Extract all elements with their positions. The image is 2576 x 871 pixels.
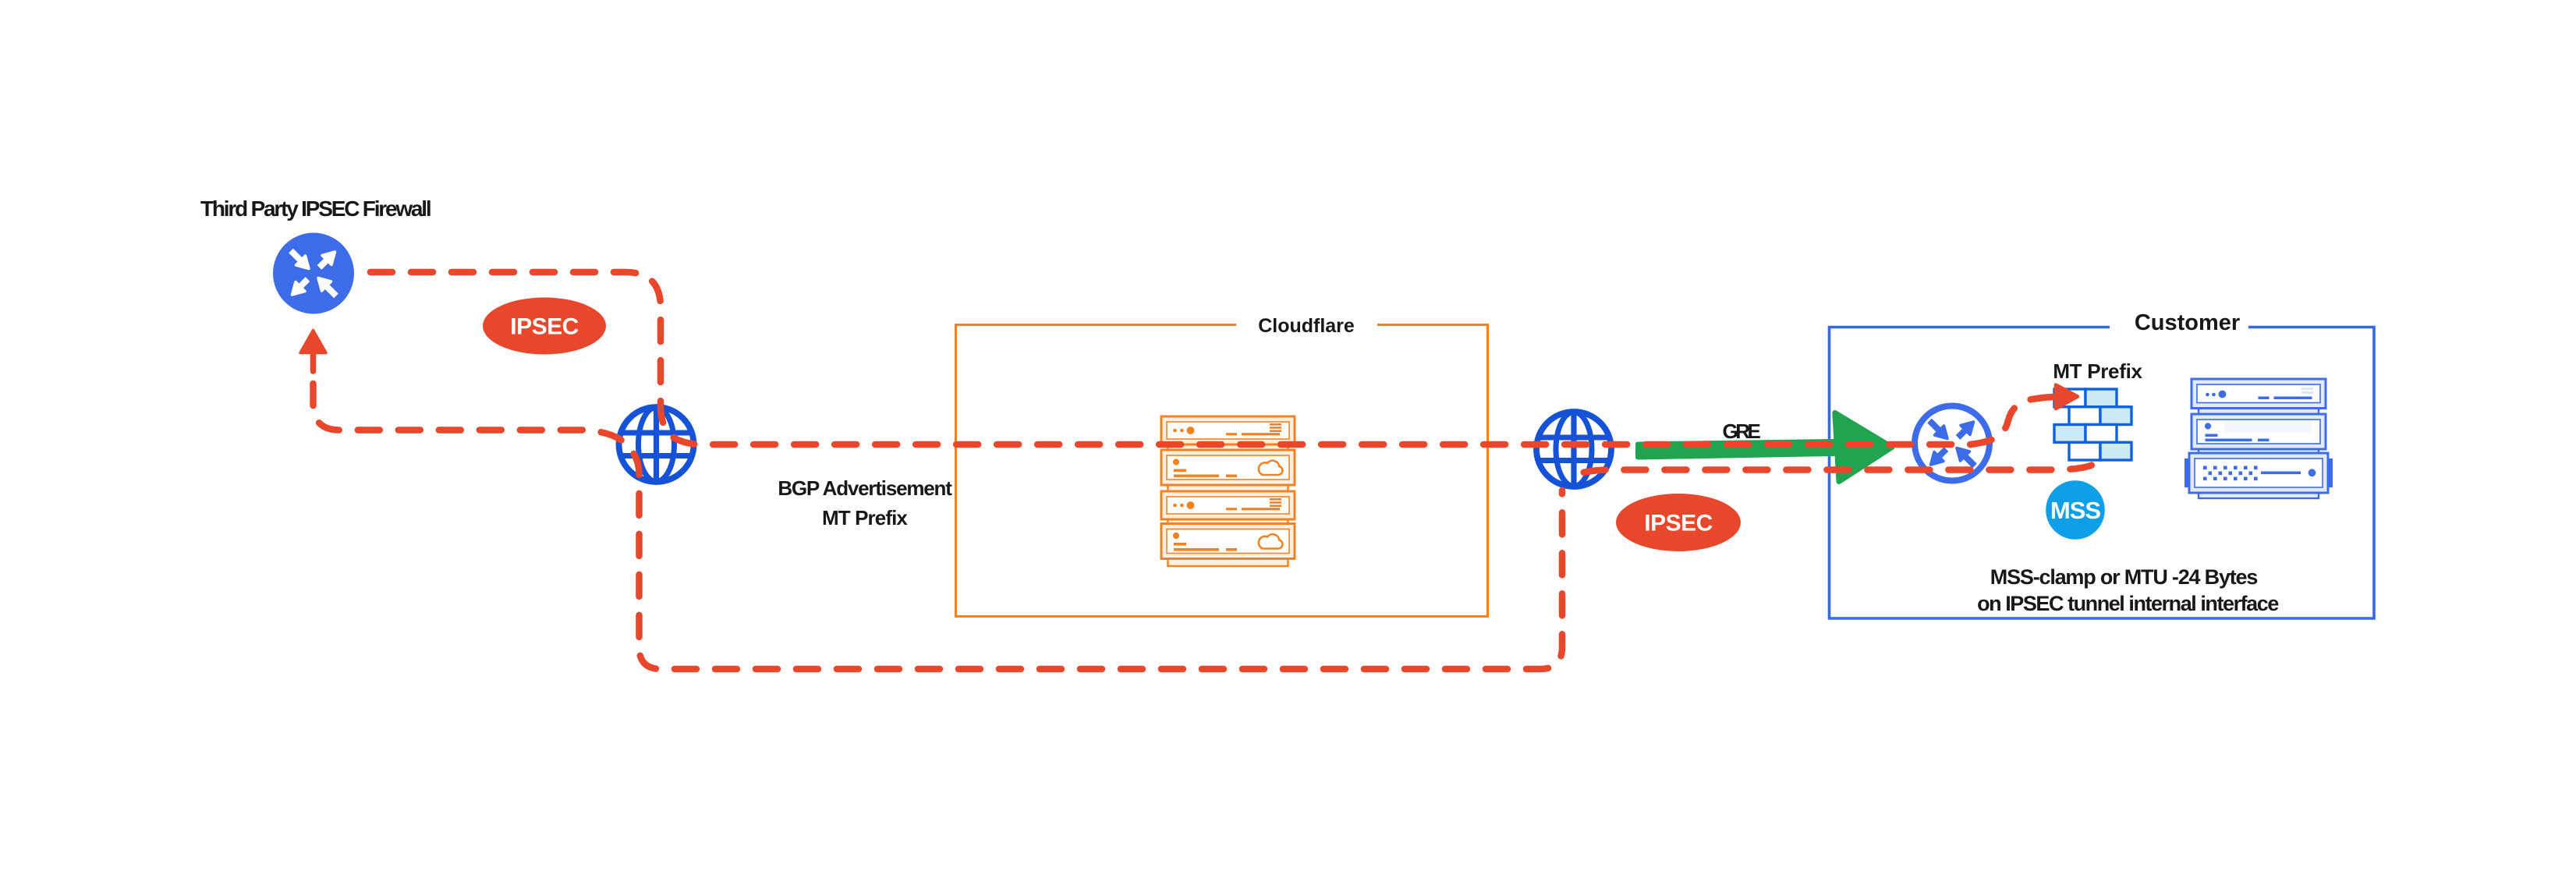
- svg-text:MT Prefix: MT Prefix: [2053, 359, 2142, 383]
- svg-text:MT Prefix: MT Prefix: [822, 506, 908, 529]
- svg-text:GRE: GRE: [1722, 420, 1760, 443]
- svg-text:Cloudflare: Cloudflare: [1258, 315, 1355, 337]
- svg-text:MSS: MSS: [2050, 497, 2101, 524]
- svg-text:IPSEC: IPSEC: [1644, 511, 1713, 536]
- svg-text:Customer: Customer: [2135, 310, 2240, 335]
- svg-text:MSS-clamp or MTU -24 Bytes: MSS-clamp or MTU -24 Bytes: [1990, 565, 2258, 589]
- svg-text:BGP Advertisement: BGP Advertisement: [778, 476, 952, 500]
- svg-text:IPSEC: IPSEC: [510, 314, 579, 340]
- svg-text:Third Party IPSEC Firewall: Third Party IPSEC Firewall: [200, 197, 431, 221]
- svg-text:on IPSEC tunnel internal inter: on IPSEC tunnel internal interface: [1977, 592, 2279, 615]
